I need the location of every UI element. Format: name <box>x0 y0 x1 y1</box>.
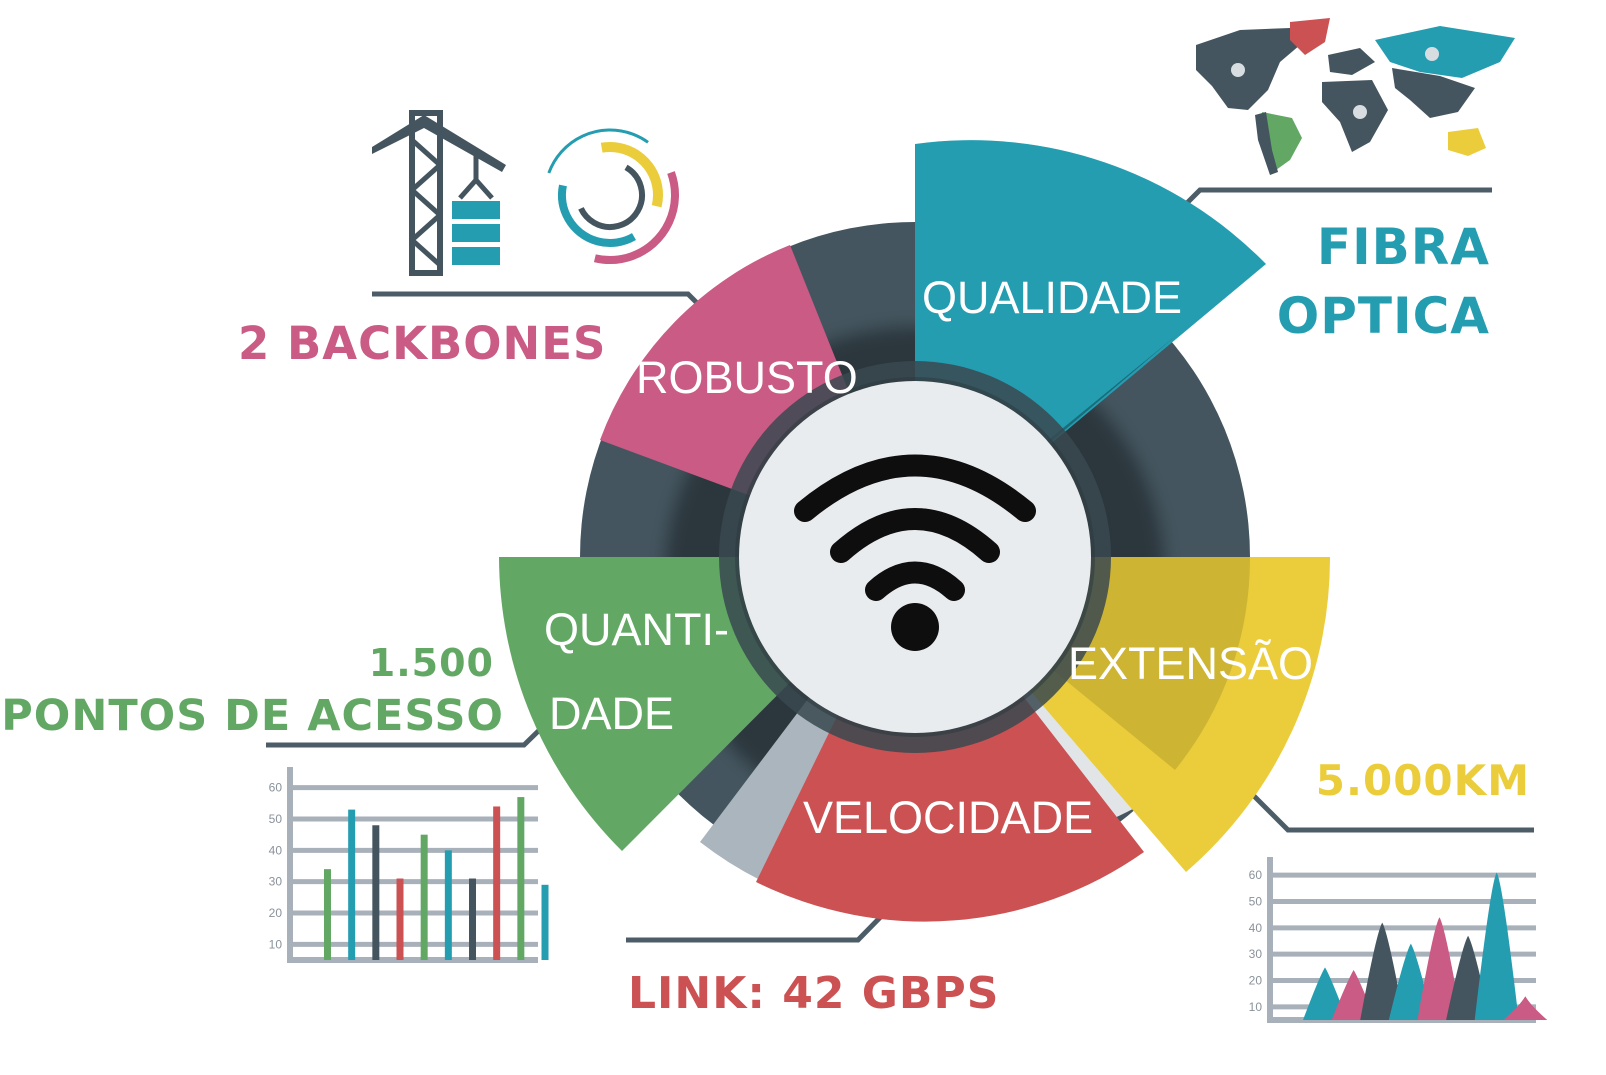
bar-chart-tick-label: 40 <box>269 843 283 857</box>
extensao-label: EXTENSÃO <box>1068 638 1313 689</box>
bar-chart: 60 50 40 30 20 10 <box>269 767 549 963</box>
bar-chart-tick-label: 60 <box>269 781 283 795</box>
bar <box>517 797 525 960</box>
velocidade-label: VELOCIDADE <box>803 792 1093 843</box>
bar-chart-tick-label: 30 <box>269 875 283 889</box>
world-map-icon <box>1196 18 1515 175</box>
robusto-label: ROBUSTO <box>636 352 858 403</box>
bar <box>324 869 331 960</box>
bar <box>493 806 501 960</box>
crane-icon <box>372 110 506 276</box>
bar <box>348 809 356 960</box>
pontos-count: 1.500 <box>369 641 494 685</box>
area-peak <box>1503 996 1548 1020</box>
area-peak <box>1303 967 1347 1020</box>
bar <box>396 878 404 960</box>
bar-chart-tick-label: 20 <box>269 906 283 920</box>
bar <box>372 825 380 960</box>
area-chart: 60 50 40 30 20 10 <box>1249 857 1548 1023</box>
area-peak <box>1360 922 1405 1020</box>
area-chart-tick-label: 10 <box>1249 1000 1263 1014</box>
area-peak <box>1474 872 1519 1020</box>
backbones-title: 2 BACKBONES <box>238 317 606 370</box>
container-stack-icon <box>452 201 500 265</box>
segment-wheel <box>499 140 1331 922</box>
km-title: 5.000KM <box>1316 756 1530 805</box>
fibra-title-line1: FIBRA <box>1317 218 1490 276</box>
bar <box>444 850 452 960</box>
quantidade-label-line2: DADE <box>549 688 674 739</box>
bar-chart-axis <box>287 767 538 963</box>
wifi-icon <box>794 454 1036 651</box>
quantidade-label-line1: QUANTI- <box>544 604 729 655</box>
bar <box>469 878 477 960</box>
bar <box>541 884 549 960</box>
pontos-title: PONTOS DE ACESSO <box>1 691 504 741</box>
circular-progress-icon <box>541 126 679 264</box>
area-chart-tick-label: 60 <box>1249 868 1263 882</box>
fibra-title-line2: OPTICA <box>1277 287 1490 345</box>
center-disc <box>739 381 1091 733</box>
area-chart-tick-label: 40 <box>1249 921 1263 935</box>
area-chart-tick-label: 30 <box>1249 947 1263 961</box>
area-chart-tick-label: 20 <box>1249 974 1263 988</box>
bar-chart-tick-label: 10 <box>269 937 283 951</box>
link-title: LINK: 42 GBPS <box>628 968 999 1019</box>
bar-chart-tick-label: 50 <box>269 812 283 826</box>
area-chart-tick-label: 50 <box>1249 895 1263 909</box>
qualidade-label: QUALIDADE <box>922 272 1182 323</box>
bar <box>420 834 428 960</box>
area-peak <box>1417 917 1462 1020</box>
